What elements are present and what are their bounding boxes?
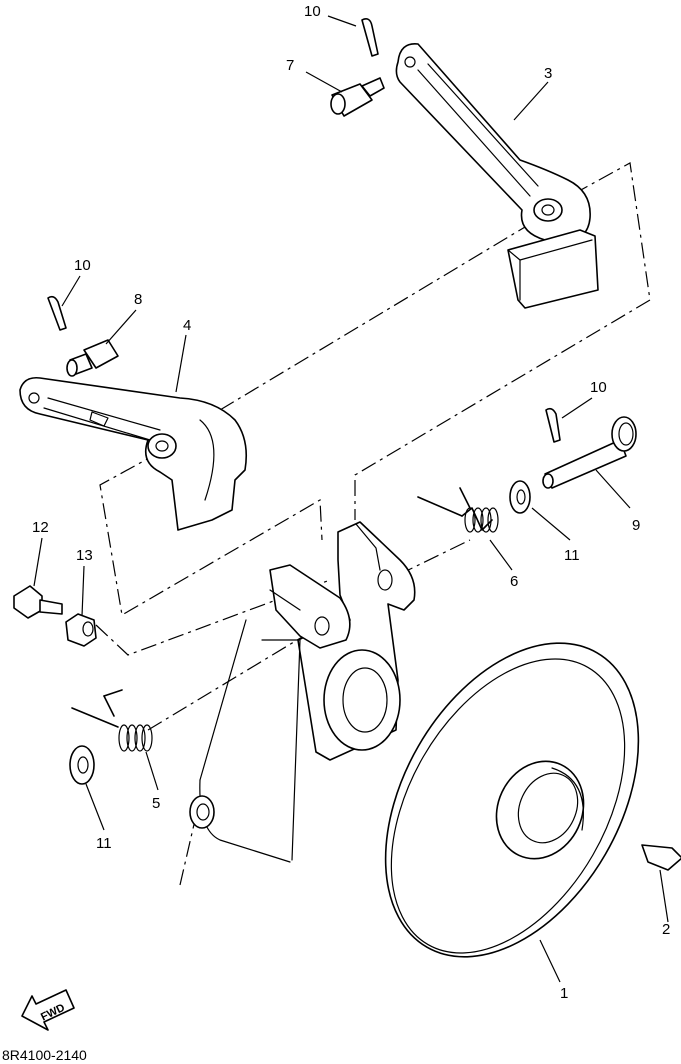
- callout-6: 6: [510, 573, 518, 590]
- callout-4: 4: [183, 317, 191, 334]
- callout-10-right: 10: [590, 379, 607, 396]
- cotter-pins-part-10: [47, 18, 561, 443]
- callout-9: 9: [632, 517, 640, 534]
- arm-part-3: [395, 43, 599, 309]
- callout-11-left: 11: [96, 835, 112, 852]
- callout-5: 5: [152, 795, 160, 812]
- arm-part-4: [19, 376, 248, 531]
- callout-10-left: 10: [74, 257, 91, 274]
- callout-3: 3: [544, 65, 552, 82]
- callout-2: 2: [662, 921, 670, 938]
- callout-13: 13: [76, 547, 93, 564]
- disc-part-1: [384, 642, 640, 958]
- key-part-2: [641, 844, 681, 871]
- shaft-part-9: [542, 416, 637, 489]
- callout-11-right: 11: [564, 547, 580, 564]
- callout-12: 12: [32, 519, 49, 536]
- washers-part-11: [69, 480, 531, 785]
- callout-leaders: [33, 15, 669, 983]
- pin-block-part-8: [66, 339, 119, 377]
- callout-7: 7: [286, 57, 294, 74]
- callout-1: 1: [560, 985, 568, 1002]
- callout-8: 8: [134, 291, 142, 308]
- callout-10-top: 10: [304, 3, 321, 20]
- nut-part-13: [65, 613, 97, 647]
- forward-arrow-icon: FWD: [21, 989, 75, 1031]
- spring-part-5: [71, 689, 153, 752]
- bolt-part-12: [13, 585, 63, 619]
- drawing-code: 8R4100-2140: [2, 1047, 87, 1063]
- pin-block-part-7: [330, 77, 385, 117]
- spring-part-6: [417, 487, 499, 533]
- bracket-housing: [189, 521, 416, 863]
- callout-numbers: 10 7 3 10 8 4 10 9 11 6 12 13 5 11 2 1: [32, 3, 670, 1002]
